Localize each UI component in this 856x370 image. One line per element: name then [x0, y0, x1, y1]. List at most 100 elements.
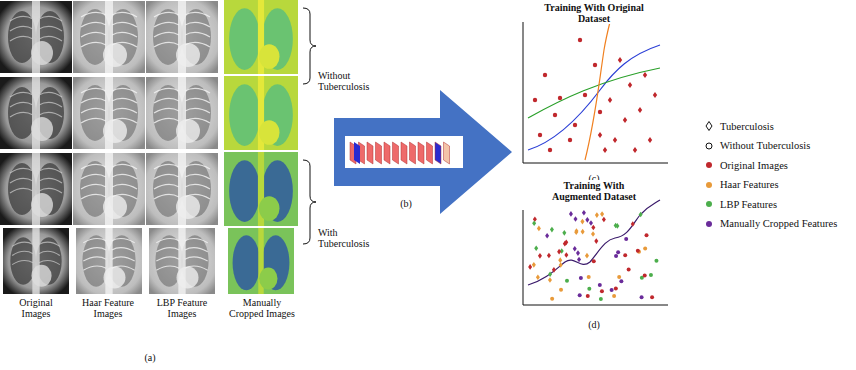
- diamond-point: [648, 137, 652, 143]
- diamond-point: [558, 257, 562, 263]
- circle-point: [583, 93, 587, 97]
- diamond-point: [573, 246, 577, 252]
- legend-text: LBP Features: [720, 199, 777, 210]
- circle-point: [650, 295, 654, 299]
- legend-swatch: [704, 218, 714, 230]
- diamond-point: [564, 240, 568, 246]
- swatch-diamond: [706, 122, 712, 131]
- diamond-point: [591, 231, 595, 237]
- diamond-point: [577, 257, 581, 263]
- diamond-point: [537, 226, 541, 232]
- circle-point: [614, 254, 618, 258]
- diamond-point: [643, 72, 647, 78]
- legend-text: Original Images: [720, 160, 788, 171]
- cnn-layer: [401, 142, 407, 164]
- circle-point: [553, 113, 557, 117]
- diamond-point: [581, 229, 585, 235]
- circle-point: [578, 38, 582, 42]
- circle-point: [573, 123, 577, 127]
- diamond-point: [538, 253, 542, 259]
- xray-image: [0, 77, 72, 149]
- cnn-layer: [354, 142, 360, 164]
- cnn-layer: [444, 142, 450, 164]
- cnn-layer: [384, 142, 390, 164]
- circle-point: [593, 63, 597, 67]
- decision-curves: [528, 22, 660, 285]
- diamond-point: [602, 217, 606, 223]
- xray-image: [149, 228, 215, 294]
- legend-swatch: [704, 140, 714, 152]
- legend-entry: LBP Features: [704, 198, 777, 210]
- cnn-layer: [376, 142, 382, 164]
- diamond-point: [603, 147, 607, 153]
- cnn-layer: [435, 142, 441, 164]
- legend-text: Tuberculosis: [720, 121, 774, 132]
- cnn-layer: [367, 142, 373, 164]
- cnn-layer: [418, 142, 424, 164]
- diamond-point: [653, 92, 657, 98]
- swatch-dot: [706, 182, 712, 188]
- diamond-point: [552, 267, 556, 273]
- xray-image: [228, 228, 294, 294]
- diamond-point: [533, 216, 537, 222]
- panel-letter: (b): [396, 198, 416, 209]
- diamond-point: [595, 212, 599, 218]
- diamond-point: [536, 274, 540, 280]
- xray-image: [224, 0, 298, 74]
- diamond-point: [564, 252, 568, 258]
- xray-image: [146, 153, 218, 225]
- diamond-point: [613, 137, 617, 143]
- xray-image: [224, 152, 298, 226]
- circle-point: [619, 279, 623, 283]
- cnn-layers: [350, 142, 450, 164]
- circle-point: [654, 259, 658, 263]
- legend-text: Without Tuberculosis: [720, 140, 810, 151]
- diamond-point: [582, 210, 586, 216]
- plot-panel: Training With Augmented Dataset(d): [515, 180, 673, 330]
- diamond-point: [598, 132, 602, 138]
- legend-entry: Tuberculosis: [704, 120, 774, 132]
- circle-point: [649, 273, 653, 277]
- circle-point: [627, 267, 631, 271]
- diamond-point: [580, 219, 584, 225]
- circle-point: [559, 288, 563, 292]
- column-label: Original Images: [6, 297, 66, 319]
- circle-point: [614, 287, 618, 291]
- circle-point: [640, 295, 644, 299]
- cnn-layer: [410, 142, 416, 164]
- circle-point: [598, 110, 602, 114]
- diamond-point: [600, 211, 604, 217]
- swatch-dot: [706, 162, 712, 168]
- axes: [523, 22, 668, 305]
- diamond-point: [638, 107, 642, 113]
- xray-image: [3, 228, 69, 294]
- data-points: [528, 210, 658, 301]
- circle-point: [610, 288, 614, 292]
- diamond-point: [614, 223, 618, 229]
- circle-point: [636, 249, 640, 253]
- xray-image: [0, 153, 72, 225]
- brace: [303, 160, 316, 244]
- column-label: LBP Feature Images: [152, 297, 212, 319]
- diamond-point: [569, 211, 573, 217]
- circle-point: [643, 274, 647, 278]
- block-arrow: [334, 90, 512, 214]
- diamond-point: [585, 253, 589, 259]
- diamond-point: [548, 277, 552, 283]
- circle-point: [587, 275, 591, 279]
- circle-point: [578, 293, 582, 297]
- circle-point: [617, 275, 621, 279]
- brace: [303, 8, 316, 84]
- cnn-box: [345, 136, 463, 168]
- legend-entry: Without Tuberculosis: [704, 140, 810, 152]
- diamond-point: [548, 271, 552, 277]
- cnn-layer: [393, 142, 399, 164]
- circle-point: [624, 237, 628, 241]
- xray-image: [73, 1, 145, 73]
- diamond-point: [547, 253, 551, 259]
- diamond-point: [562, 230, 566, 236]
- xray-image: [73, 77, 145, 149]
- circle-point: [600, 289, 604, 293]
- class-label: Without Tuberculosis: [318, 70, 380, 92]
- diamond-point: [557, 249, 561, 255]
